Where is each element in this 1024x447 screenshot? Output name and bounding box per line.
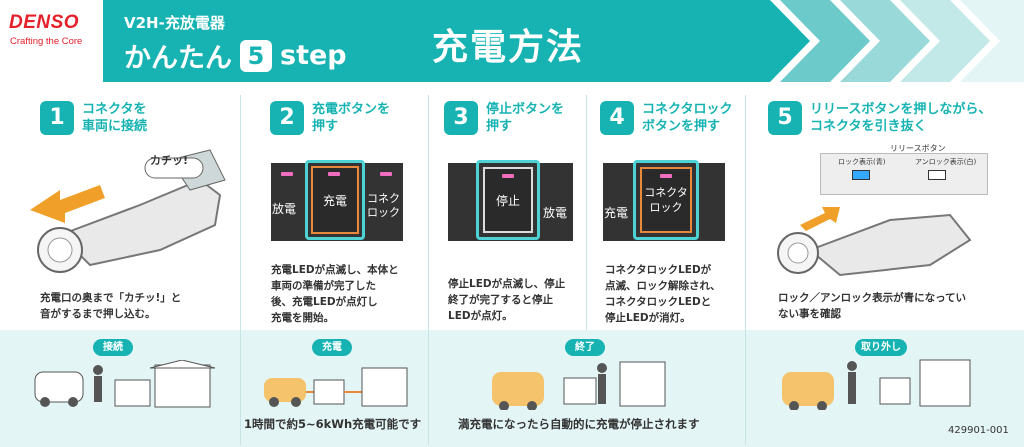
- lock-indicator-label: ロック表示(青): [838, 158, 886, 166]
- stop-button: 停止: [483, 167, 533, 233]
- stop-button-highlight: [476, 160, 540, 240]
- charge-button-highlight: [305, 160, 365, 240]
- stop-led: [502, 174, 514, 178]
- logo-area: DENSO Crafting the Core: [0, 0, 103, 82]
- step-5-title: リリースボタンを押しながら、 コネクタを引き抜く: [810, 102, 992, 134]
- document-code: 429901-001: [948, 425, 1009, 436]
- page-title: 充電方法: [432, 27, 585, 68]
- header: DENSO Crafting the Core V2H-充放電器 かんたん 5 …: [0, 0, 1024, 82]
- pill-connect: 接続: [93, 339, 133, 356]
- step-4-desc: コネクタロックLEDが 点滅、ロック解除され、 コネクタロックLEDと 停止LE…: [605, 264, 721, 324]
- lock-button-highlight: [633, 160, 699, 240]
- step-2-desc: 充電LEDが点滅し、本体と 車両の準備が完了した 後、充電LEDが点灯し 充電を…: [271, 264, 399, 324]
- step-1-title: コネクタを 車両に接続: [82, 102, 148, 134]
- scene-connect: [34, 360, 216, 408]
- button-discharge: 放電: [272, 202, 297, 216]
- scene-remove: [782, 359, 971, 410]
- scene-charge: [264, 367, 408, 407]
- denso-logo: DENSO: [9, 12, 80, 33]
- divider-2: [428, 95, 429, 445]
- step-4-title: コネクタロック ボタンを押す: [642, 102, 733, 134]
- unlock-indicator-white: [928, 170, 946, 180]
- scene-end: [492, 361, 666, 410]
- step-5-number: 5: [768, 101, 802, 135]
- header-chevrons: [740, 0, 1024, 82]
- step-2-title: 充電ボタンを 押す: [312, 102, 391, 134]
- charge-button: 充電: [311, 166, 359, 234]
- caption-charge: 1時間で約5~6kWh充電可能です: [244, 417, 422, 431]
- brand-step-number: 5: [240, 39, 272, 72]
- pill-remove: 取り外し: [855, 339, 907, 356]
- header-band: [103, 0, 758, 82]
- divider-4: [745, 95, 746, 445]
- connector-lock-led: [660, 174, 672, 178]
- brand-easy-steps: かんたん 5 step: [124, 36, 347, 75]
- unlock-indicator-label: アンロック表示(白): [915, 158, 977, 166]
- logo-tagline: Crafting the Core: [10, 36, 83, 47]
- brand-step-label: step: [280, 40, 347, 71]
- product-name: V2H-充放電器: [124, 14, 225, 32]
- connector-lock-button: コネクタ ロック: [640, 167, 692, 233]
- step-4-number: 4: [600, 101, 634, 135]
- button-charge-4: 充電: [604, 206, 629, 220]
- divider-3: [586, 95, 587, 330]
- click-bubble: カチッ!: [150, 154, 189, 167]
- divider-1: [240, 95, 241, 445]
- step-2-number: 2: [270, 101, 304, 135]
- step-3-desc: 停止LEDが点滅し、停止 終了が完了すると停止 LEDが点灯。: [448, 278, 566, 322]
- charge-led: [328, 172, 340, 176]
- step-1-number: 1: [40, 101, 74, 135]
- step-1-desc: 充電口の奥まで「カチッ!」と 音がするまで押し込む。: [40, 292, 182, 320]
- caption-end: 満充電になったら自動的に充電が停止されます: [458, 417, 700, 431]
- release-button-label: リリースボタン: [890, 144, 946, 153]
- pill-end: 終了: [565, 339, 605, 356]
- connector-illustration: [30, 149, 226, 273]
- lock-indicator-blue: [852, 170, 870, 180]
- lock-indicator-inset: [820, 153, 988, 195]
- button-lock: コネク ロック: [367, 192, 400, 219]
- connector-pull-illustration: [777, 207, 972, 277]
- step-3-number: 3: [444, 101, 478, 135]
- step-5-desc: ロック／アンロック表示が青になってい ない事を確認: [778, 292, 967, 320]
- discharge-led: [281, 172, 293, 176]
- pill-charge: 充電: [312, 339, 352, 356]
- brand-easy-label: かんたん: [124, 43, 232, 74]
- button-discharge-3: 放電: [543, 206, 568, 220]
- lock-led: [380, 172, 392, 176]
- step-3-title: 停止ボタンを 押す: [486, 102, 565, 134]
